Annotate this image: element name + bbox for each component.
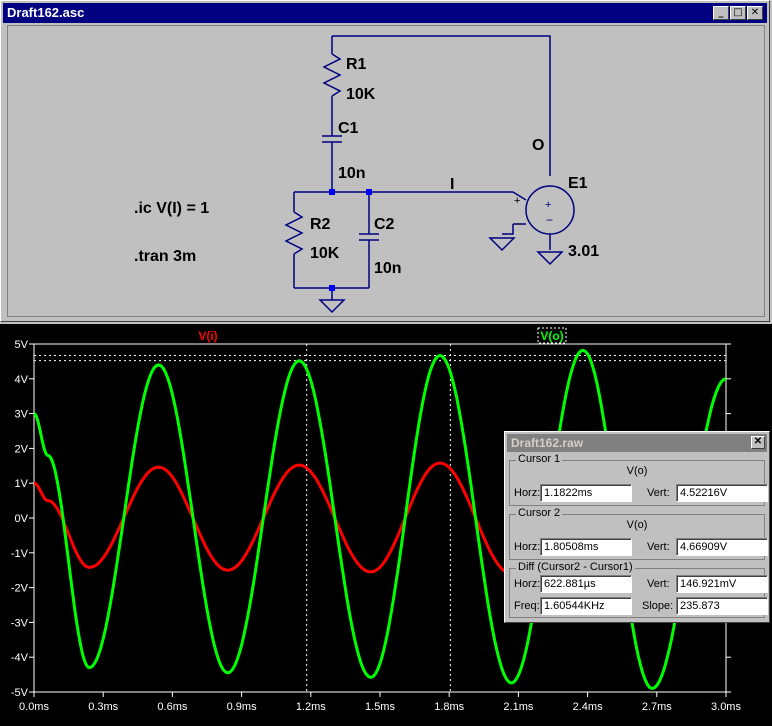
y-tick-label: -5V	[11, 687, 29, 699]
x-tick-label: 1.8ms	[434, 701, 464, 713]
e1-plus-sign: +	[545, 199, 551, 211]
y-tick-label: 1V	[15, 478, 29, 490]
window-title: Draft162.asc	[7, 5, 85, 20]
wire-ground2	[502, 224, 514, 235]
y-tick-label: 4V	[15, 374, 29, 386]
x-tick-label: 2.4ms	[573, 701, 603, 713]
c1-value: 10n	[338, 165, 366, 182]
maximize-button[interactable]: □	[730, 6, 746, 20]
ground-symbol-3	[536, 251, 564, 266]
diff-horz-field[interactable]: 622.881µs	[540, 575, 632, 593]
diff-horz-label: Horz:	[514, 578, 541, 590]
schematic-drawing: + − + − R1 10K C1 10n R2 10K C2 10n E1 3…	[134, 35, 599, 314]
x-tick-label: 2.1ms	[503, 701, 533, 713]
cursor2-vert-field[interactable]: 4.66909V	[676, 538, 768, 556]
y-tick-label: -1V	[11, 548, 29, 560]
y-tick-label: -4V	[11, 652, 29, 664]
cursor1-label: Cursor 1	[516, 453, 563, 465]
directive-ic[interactable]: .ic V(I) = 1	[134, 200, 209, 217]
wire-feedback	[332, 35, 551, 176]
net-label-i: I	[450, 176, 454, 193]
r2-name: R2	[310, 216, 331, 233]
cursor-panel-close-button[interactable]: ✕	[751, 436, 765, 449]
cursor1-vert-field[interactable]: 4.52216V	[676, 484, 768, 502]
x-tick-label: 1.5ms	[365, 701, 395, 713]
trace-label-v-o[interactable]: V(o)	[540, 329, 563, 343]
x-tick-label: 2.7ms	[642, 701, 672, 713]
y-tick-label: 2V	[15, 443, 29, 455]
y-tick-label: -3V	[11, 617, 29, 629]
schematic-titlebar[interactable]: Draft162.asc _ □ ✕	[3, 3, 767, 23]
e1-value: 3.01	[568, 243, 599, 260]
y-tick-label: 0V	[15, 513, 29, 525]
x-tick-label: 0.9ms	[227, 701, 257, 713]
r1-name: R1	[346, 56, 367, 73]
ground-symbol-2	[488, 237, 516, 252]
trace-label-v-i[interactable]: V(i)	[198, 329, 217, 343]
r1-value: 10K	[346, 86, 376, 103]
diff-group: Diff (Cursor2 - Cursor1) Horz: 622.881µs…	[509, 561, 768, 618]
cursor1-vert-label: Vert:	[647, 487, 670, 499]
cursor1-group: Cursor 1 V(o) Horz: 1.1822ms Vert: 4.522…	[509, 453, 768, 506]
diff-vert-label: Vert:	[647, 578, 670, 590]
diff-vert-field[interactable]: 146.921mV	[676, 575, 768, 593]
cursor2-horz-label: Horz:	[514, 541, 541, 553]
r1-resistor[interactable]	[322, 53, 342, 97]
diff-freq-label: Freq:	[514, 600, 540, 612]
cursor2-label: Cursor 2	[516, 507, 563, 519]
x-tick-label: 1.2ms	[296, 701, 326, 713]
c2-value: 10n	[374, 260, 402, 277]
e1-name: E1	[568, 175, 588, 192]
cursor1-trace: V(o)	[626, 465, 648, 477]
c2-name: C2	[374, 216, 395, 233]
minimize-button[interactable]: _	[713, 6, 729, 20]
cursor-panel-title: Draft162.raw	[511, 436, 584, 450]
trace-v-o[interactable]	[33, 348, 727, 691]
schematic-window: Draft162.asc _ □ ✕	[0, 0, 770, 322]
diff-label: Diff (Cursor2 - Cursor1)	[516, 561, 635, 573]
cursor1-horz-field[interactable]: 1.1822ms	[540, 484, 632, 502]
e1-minus-sign: −	[546, 213, 553, 227]
r2-value: 10K	[310, 245, 340, 262]
e1-input-minus: −	[515, 217, 522, 231]
cursor2-vert-label: Vert:	[647, 541, 670, 553]
y-tick-label: 5V	[15, 339, 29, 351]
e1-input-plus: +	[514, 195, 520, 207]
diff-freq-field[interactable]: 1.60544KHz	[540, 597, 632, 615]
schematic-canvas[interactable]: + − + − R1 10K C1 10n R2 10K C2 10n E1 3…	[7, 25, 765, 317]
r2-resistor[interactable]	[284, 211, 304, 255]
wire-e1-plus	[512, 191, 527, 201]
junction-ground	[329, 285, 335, 291]
y-tick-label: 3V	[15, 409, 29, 421]
cursor2-trace: V(o)	[626, 519, 648, 531]
x-tick-label: 0.3ms	[88, 701, 118, 713]
junction-node-2	[366, 189, 372, 195]
cursor2-horz-field[interactable]: 1.80508ms	[540, 538, 632, 556]
net-label-o: O	[532, 137, 544, 154]
y-tick-label: -2V	[11, 583, 29, 595]
cursor1-horz-label: Horz:	[514, 487, 541, 499]
directive-tran[interactable]: .tran 3m	[134, 248, 196, 265]
diff-slope-field[interactable]: 235.873	[676, 597, 768, 615]
x-tick-label: 3.0ms	[711, 701, 741, 713]
x-tick-label: 0.0ms	[19, 701, 49, 713]
close-button[interactable]: ✕	[747, 6, 763, 20]
c1-name: C1	[338, 120, 359, 137]
trace-label-v-o-box	[537, 327, 567, 344]
ground-symbol-1	[318, 299, 346, 314]
diff-slope-label: Slope:	[642, 600, 674, 612]
x-tick-label: 0.6ms	[157, 701, 187, 713]
cursor-panel-titlebar[interactable]: Draft162.raw ✕	[507, 434, 767, 452]
cursor-panel: Draft162.raw ✕ Cursor 1 V(o) Horz: 1.182…	[504, 431, 770, 623]
junction-node-1	[329, 189, 335, 195]
cursor2-group: Cursor 2 V(o) Horz: 1.80508ms Vert: 4.66…	[509, 507, 768, 560]
